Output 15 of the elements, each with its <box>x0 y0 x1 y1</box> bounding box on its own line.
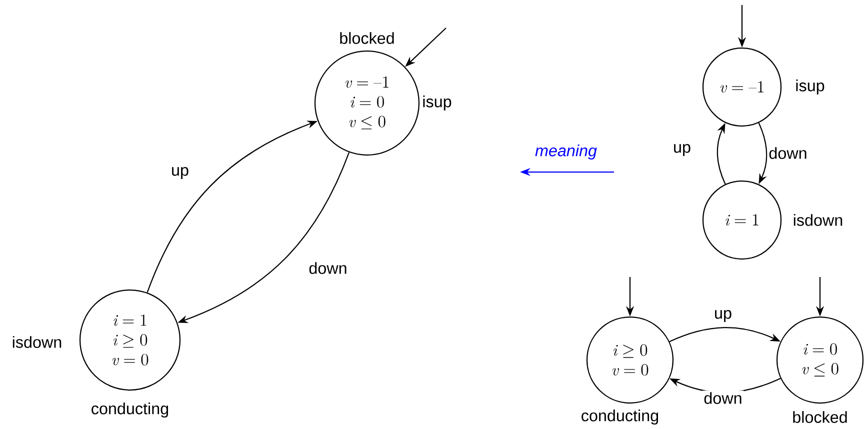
annotation: meaning <box>535 144 597 160</box>
state-label: conducting <box>92 402 168 418</box>
state-label: blocked <box>793 411 847 423</box>
state-label: conducting <box>582 409 658 425</box>
edge-label: down <box>307 260 349 276</box>
state-label: isup <box>423 95 452 111</box>
edge-label: up <box>170 166 190 180</box>
edge-label: down <box>702 390 744 406</box>
state-label: blocked <box>340 32 394 44</box>
state-label: isdown <box>12 336 62 348</box>
state-label: isdown <box>794 214 842 226</box>
edge-label: up <box>712 308 734 324</box>
state-label: isup <box>796 79 824 95</box>
edge-label: up <box>672 142 692 158</box>
edge-label: down <box>767 146 809 160</box>
